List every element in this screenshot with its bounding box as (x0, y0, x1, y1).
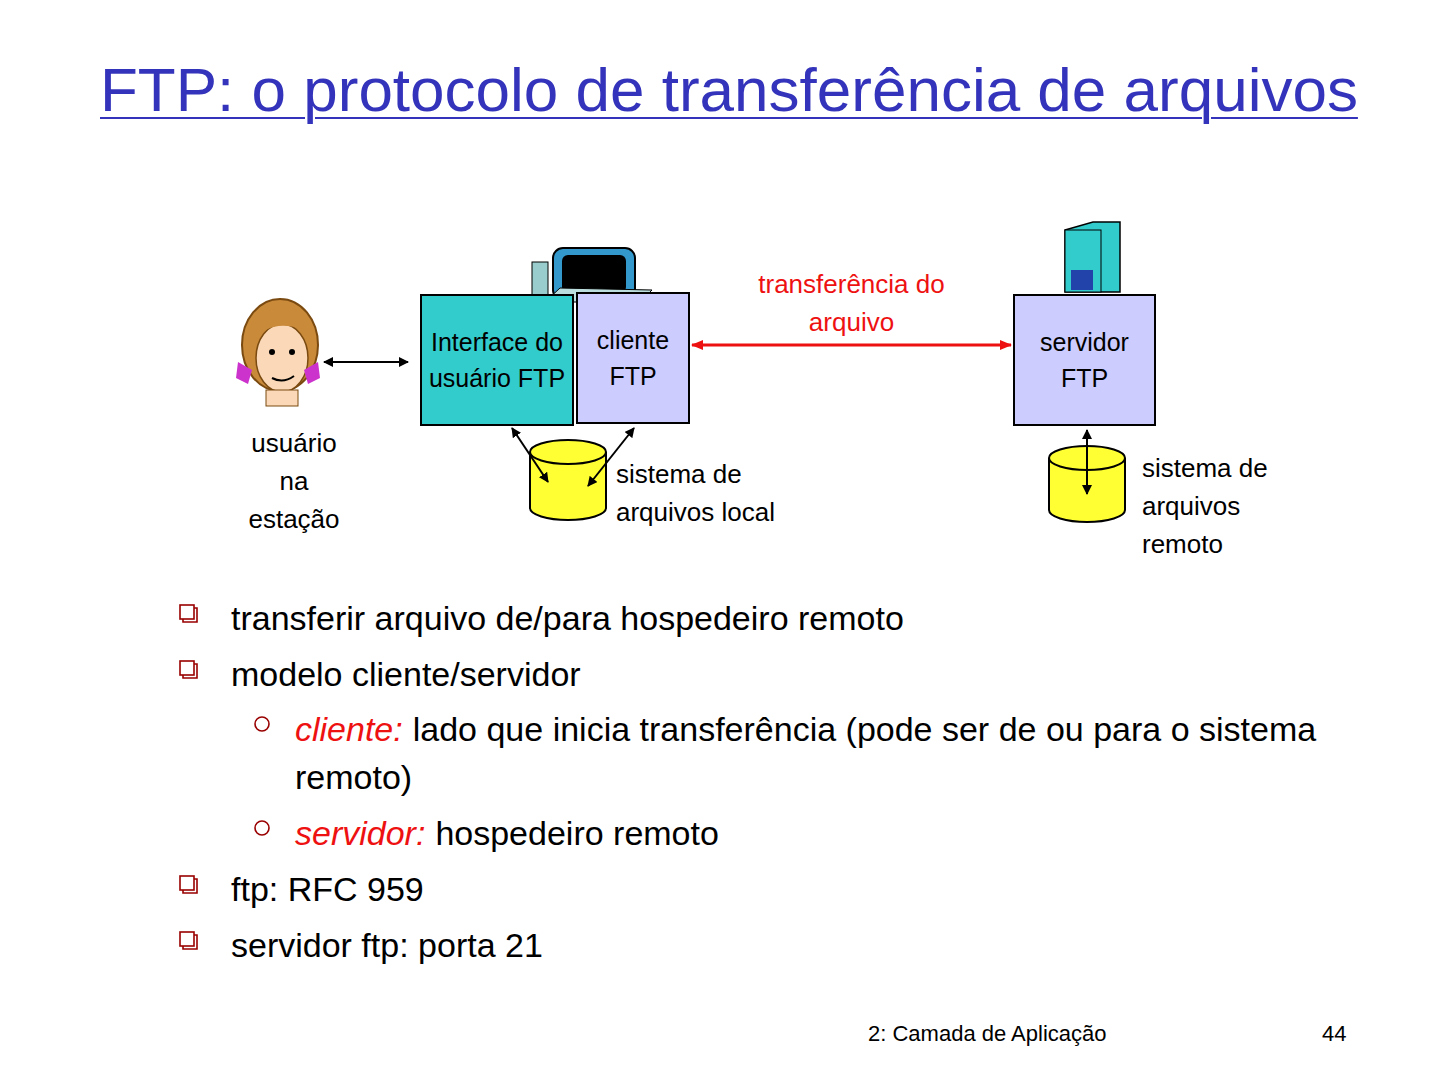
box-label: servidor FTP (1021, 324, 1148, 397)
process-box: servidor FTP (1013, 294, 1156, 426)
sub-bullet: servidor: hospedeiro remoto (295, 809, 1325, 857)
actor-label: usuário na estação (235, 424, 353, 538)
bullet-text: modelo cliente/servidor (231, 650, 1381, 698)
term: cliente: (295, 710, 403, 748)
disk-arrow (1086, 430, 1088, 494)
storage-label: sistema de arquivos local (616, 455, 781, 531)
slide-title: FTP: o protocolo de transferência de arq… (100, 48, 1360, 132)
local-disk (530, 440, 606, 520)
bullet-text: lado que inicia transferência (pode ser … (295, 710, 1316, 796)
disk-arrow (512, 428, 548, 482)
bullet-text: transferir arquivo de/para hospedeiro re… (231, 594, 1381, 642)
edge-label: transferência do arquivo (752, 265, 952, 341)
box-label: cliente FTP (584, 322, 682, 395)
bullet-text: ftp: RFC 959 (231, 865, 1381, 913)
bullet-text: hospedeiro remoto (435, 814, 719, 852)
box-label: Interface do usuário FTP (428, 324, 566, 397)
server-icon (1065, 222, 1120, 292)
bullet-text: servidor ftp: porta 21 (231, 921, 1381, 969)
process-box: cliente FTP (576, 292, 690, 424)
sub-bullet: cliente:lado que inicia transferência (p… (295, 705, 1325, 801)
transfer-arrow (692, 344, 1011, 347)
user-arrow (324, 361, 408, 363)
page-number: 44 (1322, 1019, 1382, 1049)
process-box: Interface do usuário FTP (420, 294, 574, 426)
footer: 2: Camada de Aplicação (868, 1019, 1198, 1049)
storage-label: sistema de arquivos remoto (1142, 449, 1312, 563)
term: servidor: (295, 814, 425, 852)
user-figure (236, 299, 320, 406)
